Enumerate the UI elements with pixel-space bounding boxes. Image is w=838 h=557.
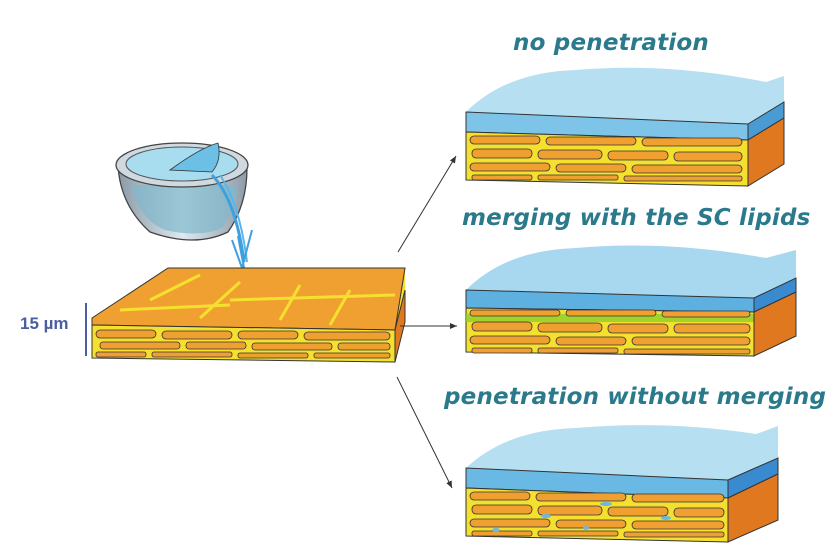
skin-block-penetration-without-merging bbox=[465, 425, 779, 543]
scale-label: 15 µm bbox=[20, 314, 69, 333]
scale-bar bbox=[85, 303, 87, 356]
skin-block-untreated bbox=[91, 267, 406, 363]
outcome-title-merging: merging with the SC lipids bbox=[462, 205, 811, 231]
arrow-to-penetration-without-merging bbox=[396, 376, 453, 489]
arrow-to-no-penetration bbox=[397, 155, 457, 253]
skin-block-merging bbox=[465, 245, 797, 357]
outcome-title-no-penetration: no penetration bbox=[513, 30, 709, 56]
outcome-title-penetration-without-merging: penetration without merging bbox=[444, 384, 827, 410]
cream-jar-icon bbox=[115, 142, 253, 272]
skin-block-no-penetration bbox=[465, 67, 785, 187]
